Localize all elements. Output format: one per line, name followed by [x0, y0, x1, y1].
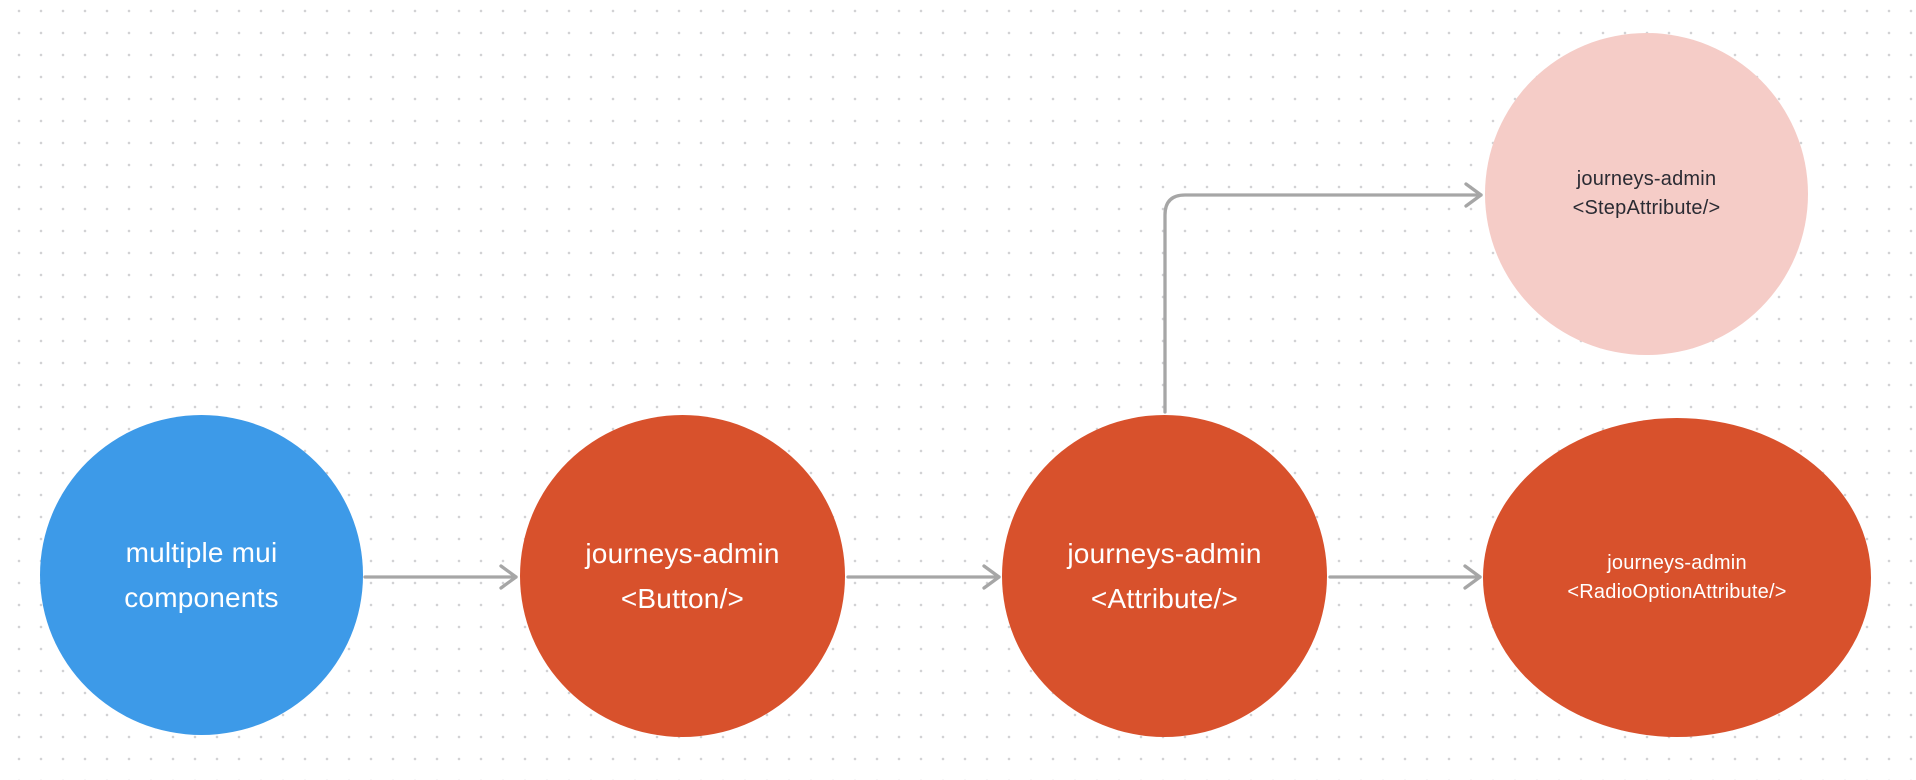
node-radio-option-attribute[interactable]: journeys-admin <RadioOptionAttribute/> [1483, 418, 1871, 737]
node-label-line2: <Attribute/> [1090, 583, 1239, 614]
node-label-line2: components [124, 582, 279, 613]
node-label-line1: multiple mui [125, 537, 278, 568]
node-label-line2: <StepAttribute/> [1572, 197, 1721, 219]
node-label-line1: journeys-admin [1067, 538, 1262, 569]
node-label: journeys-admin <Attribute/> [1067, 531, 1261, 621]
edge-attribute-to-step-attribute[interactable] [1163, 182, 1483, 414]
node-button[interactable]: journeys-admin <Button/> [520, 415, 845, 737]
node-multiple-mui-components[interactable]: multiple mui components [40, 415, 363, 735]
node-step-attribute[interactable]: journeys-admin <StepAttribute/> [1485, 33, 1808, 355]
node-label-line2: <RadioOptionAttribute/> [1567, 580, 1787, 603]
node-label: journeys-admin <RadioOptionAttribute/> [1567, 549, 1786, 607]
node-attribute[interactable]: journeys-admin <Attribute/> [1002, 415, 1327, 737]
node-label: journeys-admin <Button/> [585, 531, 779, 621]
node-label-line1: journeys-admin [1607, 551, 1747, 574]
node-label: journeys-admin <StepAttribute/> [1573, 165, 1721, 223]
node-label-line1: journeys-admin [1576, 168, 1717, 190]
node-label-line1: journeys-admin [585, 538, 780, 569]
node-label-line2: <Button/> [620, 583, 745, 614]
node-label: multiple mui components [124, 530, 279, 620]
